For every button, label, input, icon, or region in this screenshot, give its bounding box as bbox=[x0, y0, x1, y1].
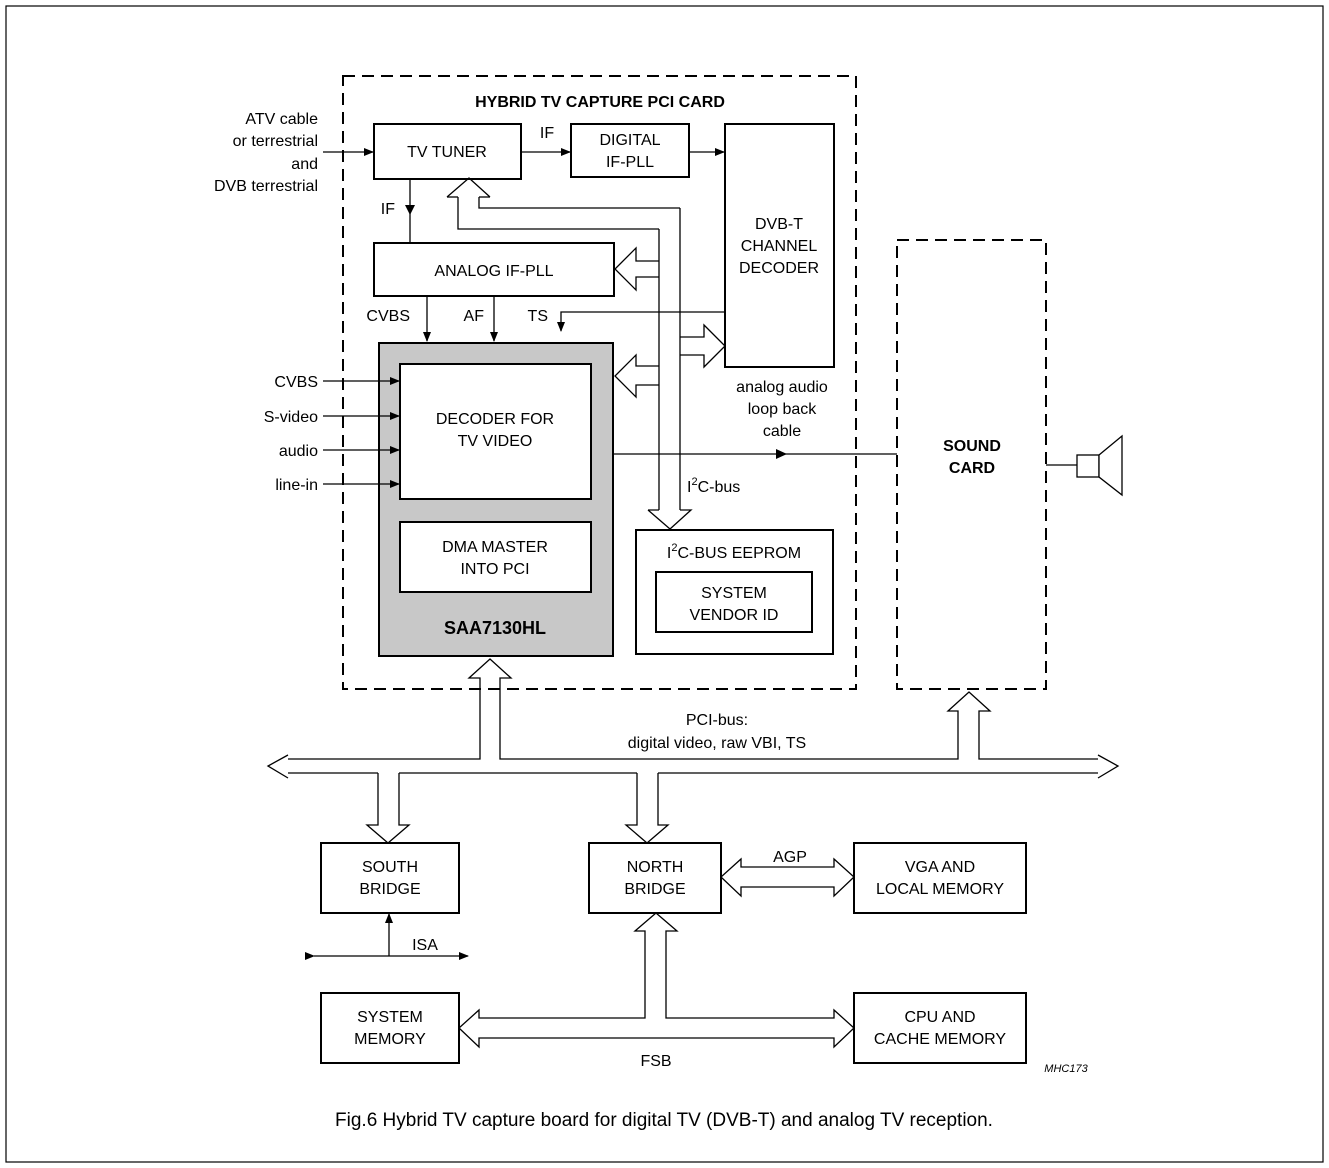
south-bridge-label-1: SOUTH bbox=[362, 859, 418, 876]
analog-if-pll-box bbox=[373, 242, 615, 297]
pci-bus bbox=[266, 658, 1120, 844]
isa-label: ISA bbox=[412, 937, 438, 954]
cpu-label-2: CACHE MEMORY bbox=[874, 1031, 1006, 1048]
pci-bus-label-1: PCI-bus: bbox=[686, 712, 748, 729]
chip-name-label: SAA7130HL bbox=[444, 618, 546, 638]
agp-bus bbox=[720, 857, 855, 898]
tuner-input-label: ATV cable or terrestrial and DVB terrest… bbox=[214, 111, 318, 195]
decoder-label-2: TV VIDEO bbox=[458, 433, 533, 450]
north-bridge-label-2: BRIDGE bbox=[624, 881, 685, 898]
system-vendor-box bbox=[655, 571, 813, 633]
analog-if-pll-label: ANALOG IF-PLL bbox=[434, 263, 553, 280]
loopback-label-3: cable bbox=[763, 423, 801, 440]
eeprom-label: I2C-BUS EEPROM bbox=[667, 542, 801, 562]
fsb-bus bbox=[458, 912, 855, 1049]
svg-text:ATV cable: ATV cable bbox=[245, 111, 318, 128]
if-label-left: IF bbox=[381, 201, 395, 218]
af-signal-label: AF bbox=[464, 308, 485, 325]
system-memory-label-1: SYSTEM bbox=[357, 1009, 423, 1026]
vga-label-1: VGA AND bbox=[905, 859, 975, 876]
svg-text:audio: audio bbox=[279, 443, 318, 460]
sound-card-box bbox=[896, 239, 1047, 690]
svg-text:or terrestrial: or terrestrial bbox=[233, 133, 318, 150]
cpu-box bbox=[853, 992, 1027, 1064]
i2c-bus bbox=[446, 177, 726, 530]
sound-card-label-2: CARD bbox=[949, 460, 995, 477]
outer-frame bbox=[5, 5, 1324, 1163]
pci-bus-label-2: digital video, raw VBI, TS bbox=[628, 735, 806, 752]
dma-master-box bbox=[399, 521, 592, 593]
digital-if-pll-label-1: DIGITAL bbox=[599, 132, 660, 149]
digital-if-pll-label-2: IF-PLL bbox=[606, 154, 654, 171]
digital-if-pll-box bbox=[570, 123, 690, 178]
svg-text:I2C-bus: I2C-bus bbox=[687, 476, 740, 496]
i2c-bus-label: I2C-bus bbox=[687, 476, 740, 496]
svg-text:S-video: S-video bbox=[264, 409, 318, 426]
system-memory-label-2: MEMORY bbox=[354, 1031, 426, 1048]
decoder-label-1: DECODER FOR bbox=[436, 411, 554, 428]
system-memory-box bbox=[320, 992, 460, 1064]
cpu-label-1: CPU AND bbox=[904, 1009, 975, 1026]
loopback-label-2: loop back bbox=[748, 401, 817, 418]
agp-label: AGP bbox=[773, 849, 807, 866]
svg-text:DVB terrestrial: DVB terrestrial bbox=[214, 178, 318, 195]
pci-card-boundary bbox=[342, 75, 857, 690]
dvbt-label-1: DVB-T bbox=[755, 216, 803, 233]
ts-signal-label: TS bbox=[528, 308, 548, 325]
if-label-top: IF bbox=[540, 125, 554, 142]
figure-id: MHC173 bbox=[1044, 1063, 1088, 1075]
dvbt-label-3: DECODER bbox=[739, 260, 819, 277]
dma-label-1: DMA MASTER bbox=[442, 539, 548, 556]
loopback-arrow bbox=[776, 449, 787, 459]
loopback-label-1: analog audio bbox=[736, 379, 828, 396]
fsb-label: FSB bbox=[640, 1053, 671, 1070]
dma-label-2: INTO PCI bbox=[460, 561, 529, 578]
vga-label-2: LOCAL MEMORY bbox=[876, 881, 1004, 898]
north-bridge-box bbox=[588, 842, 722, 914]
figure-caption: Fig.6 Hybrid TV capture board for digita… bbox=[335, 1110, 993, 1131]
vga-box bbox=[853, 842, 1027, 914]
decoder-tv-video-box bbox=[399, 363, 592, 500]
north-bridge-label-1: NORTH bbox=[627, 859, 684, 876]
card-title: HYBRID TV CAPTURE PCI CARD bbox=[475, 94, 725, 111]
dvbt-decoder-box bbox=[724, 123, 835, 368]
vendor-label-1: SYSTEM bbox=[701, 585, 767, 602]
sound-card-label-1: SOUND bbox=[943, 438, 1001, 455]
cvbs-signal-label: CVBS bbox=[366, 308, 410, 325]
ts-arrow bbox=[557, 311, 725, 332]
tv-tuner-label: TV TUNER bbox=[407, 144, 487, 161]
svg-text:and: and bbox=[291, 156, 318, 173]
vendor-label-2: VENDOR ID bbox=[690, 607, 779, 624]
south-bridge-box bbox=[320, 842, 460, 914]
tv-tuner-box bbox=[373, 123, 522, 180]
left-inputs: CVBS S-video audio line-in bbox=[264, 374, 400, 494]
dvbt-label-2: CHANNEL bbox=[741, 238, 818, 255]
svg-text:CVBS: CVBS bbox=[274, 374, 318, 391]
south-bridge-label-2: BRIDGE bbox=[359, 881, 420, 898]
svg-text:line-in: line-in bbox=[275, 477, 318, 494]
speaker-icon bbox=[1046, 434, 1123, 497]
if-arrow-analog bbox=[405, 205, 415, 215]
